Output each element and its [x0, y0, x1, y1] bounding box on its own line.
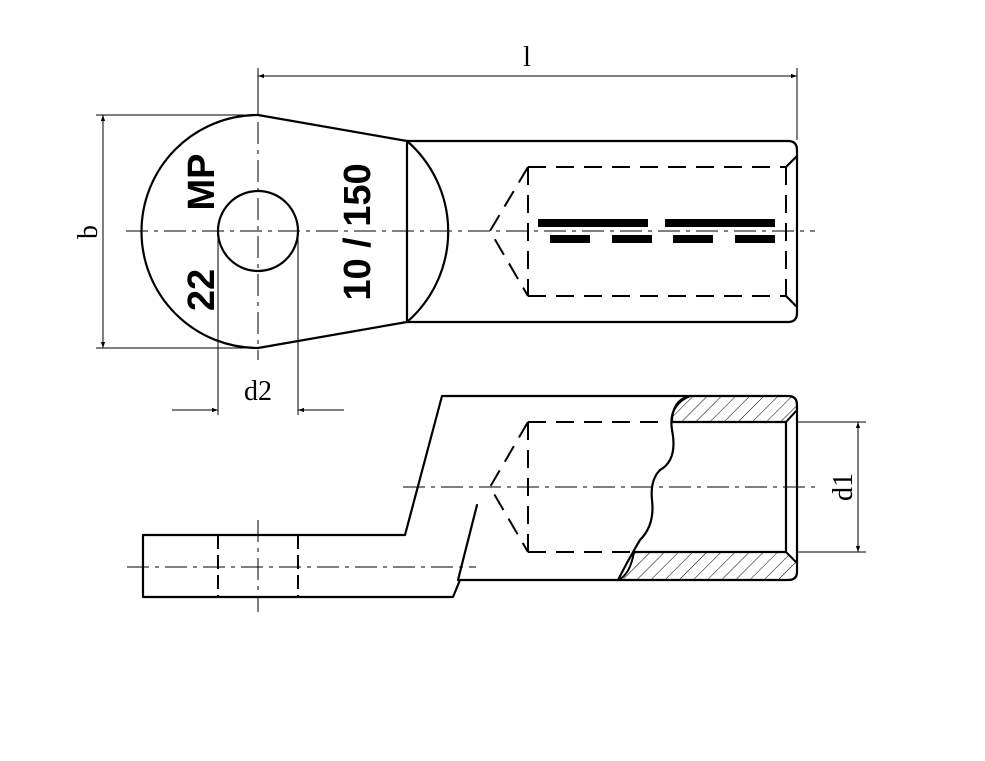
palm-outline [140, 113, 409, 350]
width-dimension: b [73, 114, 258, 349]
section-hatch-bottom [617, 551, 798, 581]
length-dimension: l [257, 42, 798, 140]
crimp-marks [538, 219, 775, 243]
width-label: b [73, 225, 104, 239]
stud-size-marking: 22 [181, 269, 223, 311]
barrel-diameter-label: d1 [828, 473, 859, 501]
section-hatch-top [670, 395, 798, 423]
side-view: d1 [127, 394, 866, 612]
hidden-bore [488, 155, 798, 308]
brand-marking: MP [181, 154, 223, 211]
bend-inner-line [456, 503, 479, 582]
length-label: l [523, 42, 531, 73]
barrel-diameter-dimension: d1 [797, 421, 866, 553]
hole-diameter-label: d2 [244, 376, 272, 407]
break-line [616, 394, 692, 582]
top-view: l b [73, 42, 815, 415]
cross-section-marking: 10 / 150 [337, 163, 379, 300]
barrel-outline [405, 139, 799, 324]
hole-diameter-dimension: d2 [172, 231, 344, 415]
